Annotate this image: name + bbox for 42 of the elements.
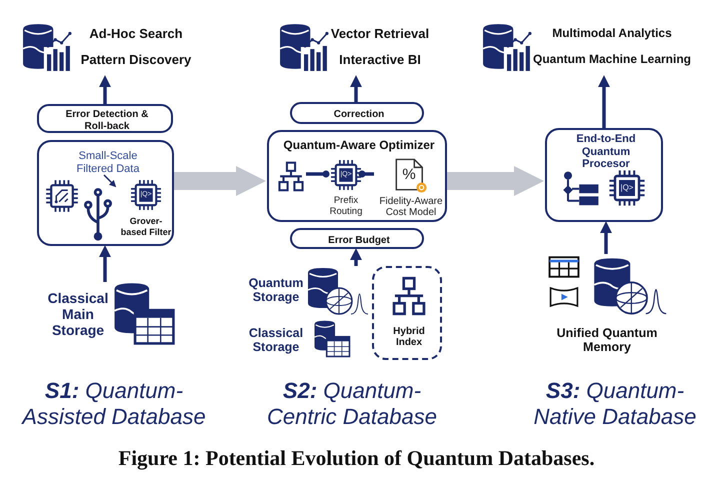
process-box xyxy=(290,228,424,249)
arrow xyxy=(600,221,612,254)
node-label: Interactive BI xyxy=(338,50,422,69)
node-label: Quantum Machine Learning xyxy=(532,51,692,68)
node-label: Prefix Routing xyxy=(328,194,364,219)
node-label: Ad-Hoc Search xyxy=(88,24,184,43)
arrow xyxy=(350,75,362,102)
arrow xyxy=(103,174,116,188)
node-label: Error Detection & Roll-back xyxy=(64,108,150,134)
node-label: Quantum Storage xyxy=(248,274,304,306)
node-label: Grover-based Filter xyxy=(120,215,172,238)
arrow xyxy=(99,75,111,104)
annotation-text: Small-Scale Filtered Data xyxy=(76,148,140,176)
module-box xyxy=(267,130,447,222)
node-label: Error Budget xyxy=(327,234,391,248)
chip-label: |Q> xyxy=(620,182,634,194)
module-box xyxy=(545,128,663,222)
node-label: Pattern Discovery xyxy=(80,50,192,69)
arrow xyxy=(99,245,111,282)
arrow xyxy=(174,166,266,196)
process-box xyxy=(290,102,424,124)
arrow xyxy=(350,248,362,266)
node-label: Fidelity-Aware Cost Model xyxy=(378,194,444,220)
module-box xyxy=(37,140,174,246)
node-label: Unified Quantum Memory xyxy=(556,324,658,356)
node-label: Multimodal Analytics xyxy=(551,25,673,42)
node-label: Classical Storage xyxy=(248,324,304,356)
stage-title: S3: Quantum-Native Database xyxy=(532,378,698,431)
arrow xyxy=(598,75,610,128)
node-label: End-to-End Quantum Procesor xyxy=(575,133,637,171)
node-label: Vector Retrieval xyxy=(330,24,430,43)
arrow xyxy=(447,166,544,196)
node-label: Hybrid Index xyxy=(392,324,426,350)
dashed-group-box xyxy=(372,266,442,360)
stage-title: S1: Quantum-Assisted Database xyxy=(20,378,207,431)
node-label: Classical Main Storage xyxy=(46,288,110,340)
node-label: % xyxy=(401,165,417,185)
stage-title: S2: Quantum-Centric Database xyxy=(266,378,438,431)
process-box xyxy=(37,104,173,133)
node-label: Correction xyxy=(332,108,386,122)
figure-caption: Figure 1: Potential Evolution of Quantum Databases. xyxy=(117,446,596,471)
node-label: Quantum-Aware Optimizer xyxy=(282,137,436,154)
